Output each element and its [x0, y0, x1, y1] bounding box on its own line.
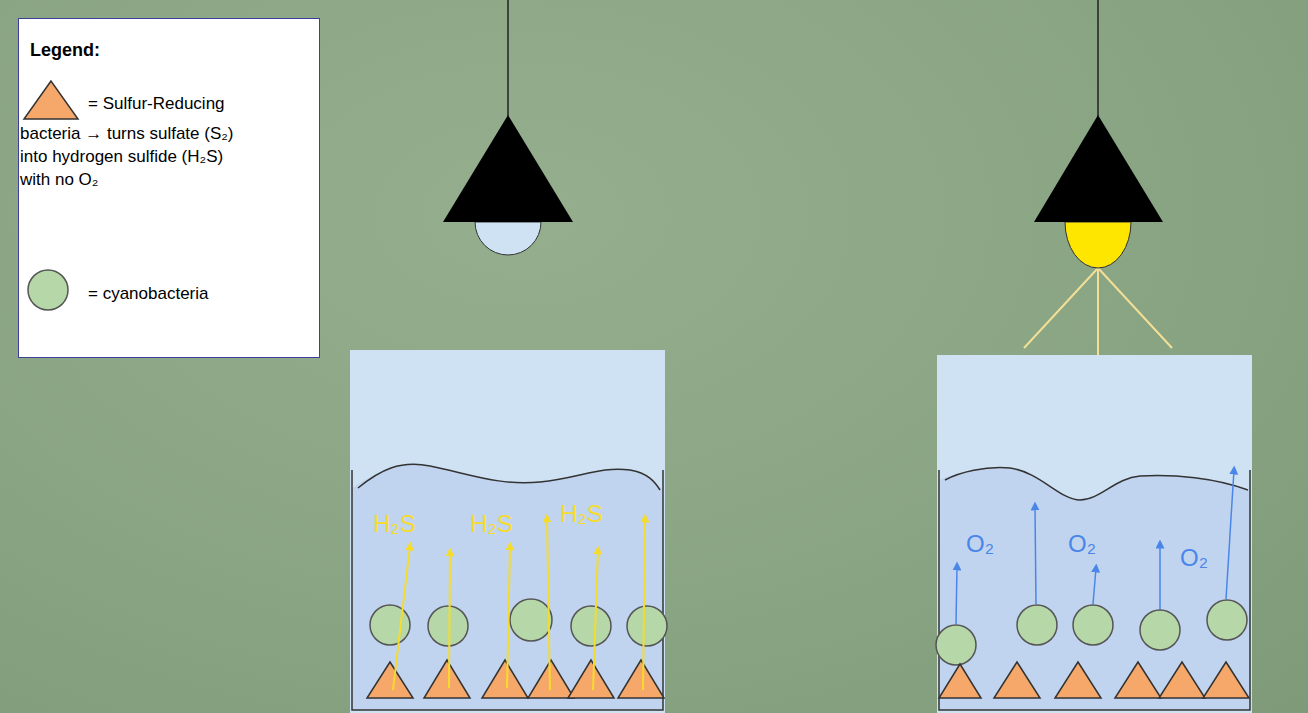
sulfur-bacteria — [939, 662, 1249, 698]
gas-label: H₂S — [560, 500, 603, 528]
gas-label: H₂S — [373, 510, 416, 538]
legend-title: Legend: — [30, 40, 100, 61]
legend-swatch — [20, 268, 82, 312]
tank-dark — [350, 350, 667, 713]
legend-swatch — [20, 78, 82, 122]
lamp-on — [1024, 0, 1172, 356]
legend-text: = cyanobacteria — [88, 284, 209, 303]
gas-label: H₂S — [470, 510, 513, 538]
tank-light — [936, 355, 1252, 713]
h2s-arrows — [393, 518, 645, 690]
o2-arrows — [956, 470, 1234, 624]
gas-label: O₂ — [966, 530, 994, 558]
gas-label: O₂ — [1180, 544, 1208, 572]
legend-entry: = cyanobacteria — [20, 268, 290, 312]
gas-label: O₂ — [1068, 530, 1096, 558]
cyanobacteria — [936, 600, 1247, 665]
sulfur-bacteria — [367, 660, 664, 698]
cyanobacteria — [370, 599, 667, 646]
lamp-off — [443, 0, 573, 255]
legend-entry: = Sulfur-Reducing bacteria → turns sulfa… — [20, 78, 248, 191]
